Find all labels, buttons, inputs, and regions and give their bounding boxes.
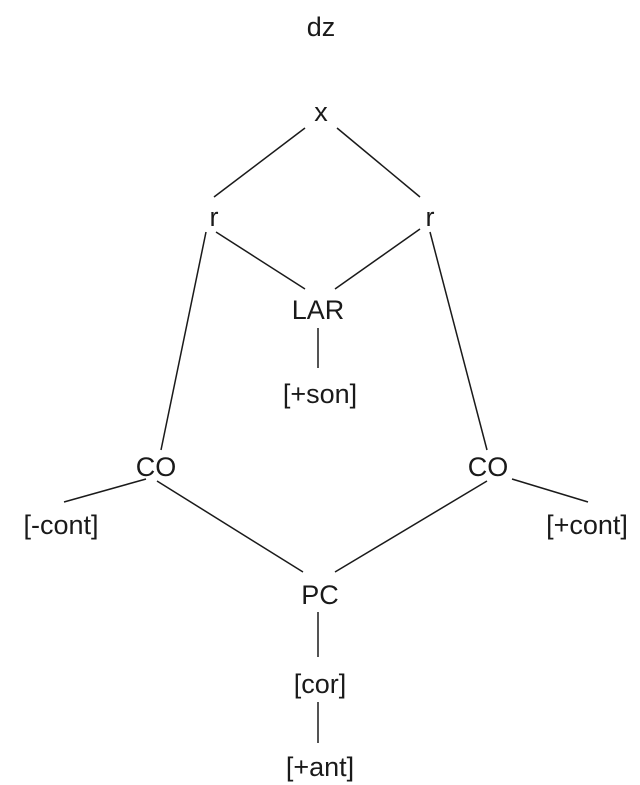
node-root-right: r (426, 202, 435, 232)
node-laryngeal: LAR (292, 295, 345, 325)
node-place: PC (301, 580, 339, 610)
node-coronal: [cor] (294, 669, 347, 699)
edge-root-left-to-lar (215, 231, 306, 290)
node-cont-left: [-cont] (23, 510, 98, 540)
node-anterior: [+ant] (286, 752, 354, 782)
nodes: dz x r r LAR [+son] CO CO [-cont] [+cont… (23, 12, 627, 782)
node-root-left: r (210, 202, 219, 232)
edge-co-right-to-pc (334, 480, 488, 573)
edge-root-to-root-right (336, 127, 421, 198)
node-cont-right: [+cont] (546, 510, 628, 540)
edge-co-right-to-cont-right (511, 478, 589, 503)
node-root: x (314, 97, 328, 127)
edge-root-right-to-co-right (429, 231, 488, 451)
node-co-right: CO (468, 452, 509, 482)
edge-co-left-to-pc (156, 480, 304, 573)
edge-co-left-to-cont-left (63, 478, 147, 503)
node-co-left: CO (136, 452, 177, 482)
edge-root-left-to-co-left (160, 231, 207, 451)
node-sonorant: [+son] (283, 379, 357, 409)
edges (63, 127, 589, 743)
diagram-title: dz (307, 12, 336, 42)
edge-root-to-root-left (213, 127, 306, 198)
edge-root-right-to-lar (334, 228, 421, 290)
